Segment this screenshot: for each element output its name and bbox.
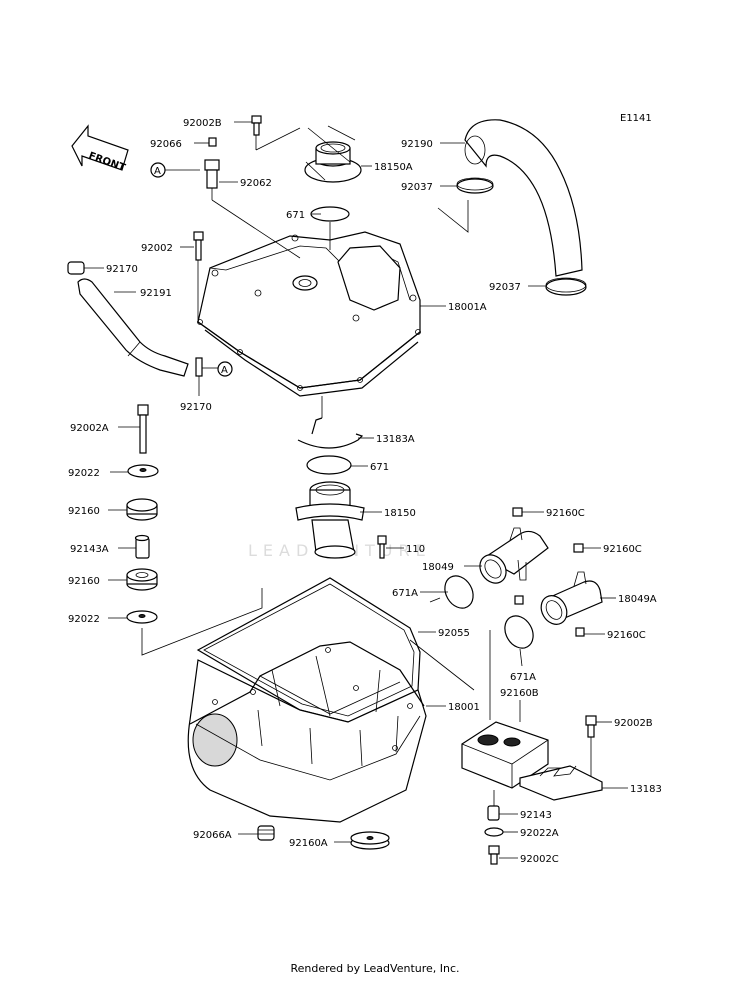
label-92055: 92055 [438,628,470,639]
clamp-92170-bottom [195,357,203,377]
o-ring-671a-left [444,575,474,609]
label-18001: 18001 [448,702,480,713]
label-92002c: 92002C [520,854,559,865]
front-arrow-icon: FRONT [71,124,129,174]
hose-92190 [464,119,583,277]
bolt-92002c [488,845,500,865]
label-18049a: 18049A [618,594,657,605]
collar-92143a [134,534,150,559]
clamp-92037-bottom [545,277,587,296]
label-92002a: 92002A [70,423,109,434]
label-92160c-3: 92160C [607,630,646,641]
washer-92022a [484,827,504,837]
label-92190: 92190 [401,139,433,150]
damper-92160-lower [126,568,158,591]
damper-92160a [350,831,390,850]
plug-92066 [208,137,217,147]
breather-hose-92191 [67,261,189,377]
label-92022a: 92022A [520,828,559,839]
air-cleaner-lower-case [187,641,427,823]
label-92160: 92160 [68,506,100,517]
label-18150a: 18150A [374,162,413,173]
label-92002b-top: 92002B [183,118,222,129]
fitting-92062 [204,159,301,259]
washer-92022-lower [126,610,158,624]
diagram-code: E1141 [620,113,652,124]
washer-92022-top [127,464,159,478]
label-92160-lower: 92160 [68,576,100,587]
bolt-92002a [137,404,149,454]
clamp-92037-top [456,177,494,194]
plug-92066a [257,825,275,841]
svg-text:A: A [221,365,228,376]
label-92160c-2: 92160C [603,544,642,555]
label-671-top: 671 [286,210,305,221]
label-92037-bottom: 92037 [489,282,521,293]
screw-110 [377,535,387,559]
bracket-13183 [519,765,603,801]
bolt-92002 [193,231,204,320]
label-92160b: 92160B [500,688,539,699]
collar-92143 [487,805,500,821]
label-110: 110 [406,544,425,555]
label-92191: 92191 [140,288,172,299]
clip-92160c-1 [512,507,523,517]
label-92037-top: 92037 [401,182,433,193]
label-92062: 92062 [240,178,272,189]
label-92170-bottom: 92170 [180,402,212,413]
footer-credit: Rendered by LeadVenture, Inc. [290,962,460,975]
label-92170-top: 92170 [106,264,138,275]
o-ring-671-mid [306,455,352,475]
label-671a-right: 671A [510,672,536,683]
duct-18150 [295,481,365,559]
label-18049: 18049 [422,562,454,573]
label-671a-left: 671A [392,588,418,599]
snorkel-tube-18049a [540,571,603,625]
label-92160c-1: 92160C [546,508,585,519]
ref-marker-a-mid: A [202,361,233,377]
label-92066: 92066 [150,139,182,150]
snorkel-tube-18049 [479,527,549,584]
label-18150: 18150 [384,508,416,519]
bolt-92002b-right [585,715,597,776]
o-ring-671a-right [504,615,534,649]
pad-92160b [461,721,549,789]
damper-92160 [126,498,158,521]
label-92143a: 92143A [70,544,109,555]
label-13183: 13183 [630,784,662,795]
clip-92160c-lower [514,595,524,605]
label-92002b-right: 92002B [614,718,653,729]
clip-92160c-3 [575,627,585,637]
label-92002: 92002 [141,243,173,254]
label-671-mid: 671 [370,462,389,473]
air-cleaner-upper-case [197,231,421,397]
svg-text:A: A [154,166,161,177]
label-92022-lower: 92022 [68,614,100,625]
label-92160a: 92160A [289,838,328,849]
label-92066a: 92066A [193,830,232,841]
clip-92160c-2 [573,543,584,553]
label-18001a: 18001A [448,302,487,313]
label-92022-top: 92022 [68,468,100,479]
label-92143: 92143 [520,810,552,821]
ref-marker-a-top: A [150,162,200,178]
label-13183a: 13183A [376,434,415,445]
duct-18150a [304,141,362,183]
part-callouts: 92002B 92066 92062 18150A 92190 92037 67… [68,118,662,865]
bracket-13183a [297,396,364,449]
bolt-92002b-top [251,115,262,136]
